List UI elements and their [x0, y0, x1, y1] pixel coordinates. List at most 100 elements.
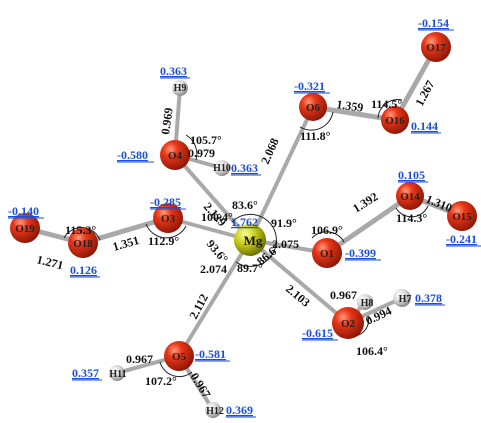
label-o19: O19 — [15, 223, 35, 235]
bond-label-o5-h12: 0.967 — [187, 370, 213, 400]
label-o2: O2 — [341, 318, 356, 330]
bond-label-mg-o3: 2.074 — [200, 262, 227, 276]
arc-o18 — [63, 227, 101, 241]
angle-label-mg-o6-o16: 111.8° — [300, 129, 331, 143]
angle-label-h9-o4-h10: 105.7° — [190, 133, 222, 147]
bond-mg-o5 — [177, 238, 252, 358]
atom-o14 — [396, 182, 424, 210]
charge-o18: 0.126 — [70, 263, 97, 277]
oxygen-atoms — [10, 32, 477, 371]
label-h8: H8 — [361, 298, 374, 309]
atom-o17 — [421, 32, 451, 62]
label-o6: O6 — [306, 102, 321, 114]
bond-label-o18-o19: 1.271 — [35, 252, 65, 272]
charge-o5: -0.581 — [195, 347, 226, 361]
label-o4: O4 — [168, 150, 183, 162]
arc-o1 — [311, 231, 345, 243]
label-o15: O15 — [452, 211, 472, 223]
angle-label-o1-o14-o15: 114.3° — [396, 211, 427, 225]
atom-labels: Mg O4 O6 O16 O17 O14 O15 O3 O18 O19 O1 O… — [15, 42, 472, 417]
angle-label-o2-mg-o5: 89.7° — [237, 261, 263, 275]
bond-label-o14-o15: 1.310 — [424, 192, 454, 215]
bond-label-mg-o2: 2.103 — [283, 282, 313, 310]
charge-o16: 0.144 — [411, 119, 438, 133]
bond-label-o6-o16: 1.359 — [336, 97, 365, 115]
atom-h12 — [205, 402, 221, 418]
bond-label-o3-o18: 1.351 — [111, 233, 141, 254]
label-o18: O18 — [73, 238, 93, 250]
charge-o15: -0.241 — [446, 232, 477, 246]
charge-o2: -0.615 — [302, 326, 333, 340]
label-h7: H7 — [399, 294, 412, 305]
label-h12: H12 — [206, 406, 224, 417]
angle-label-o19-o18-o3: 115.3° — [65, 223, 96, 237]
angle-labels: 105.7° 100.4° 83.6° 91.9° 86.6° 89.7° 93… — [65, 97, 427, 388]
label-o16: O16 — [385, 115, 405, 127]
atom-o1 — [312, 238, 342, 268]
angle-label-o4-mg-o6: 83.6° — [232, 198, 258, 212]
charge-h7: 0.378 — [415, 291, 442, 305]
atom-o15 — [447, 201, 477, 231]
charge-o3: -0.285 — [150, 195, 181, 209]
bond-mg-o4 — [173, 153, 252, 242]
label-h10: H10 — [213, 163, 231, 174]
charge-h11: 0.357 — [72, 366, 99, 380]
charge-o14: 0.105 — [398, 168, 425, 182]
charge-underlines — [8, 29, 481, 418]
atom-o19 — [10, 213, 40, 243]
charge-h12: 0.369 — [226, 403, 253, 417]
label-o1: O1 — [320, 248, 334, 260]
arc-mg-center — [231, 213, 277, 267]
bond-label-o5-h11: 0.967 — [126, 352, 153, 366]
bond-label-mg-o6: 2.068 — [258, 136, 282, 166]
angle-label-o6-mg-o1: 91.9° — [271, 216, 297, 230]
charge-o17: -0.154 — [418, 16, 449, 30]
arc-o6 — [299, 111, 334, 131]
label-o3: O3 — [161, 213, 176, 225]
atom-mg — [234, 224, 266, 256]
label-h9: H9 — [174, 83, 187, 94]
label-o5: O5 — [172, 351, 187, 363]
atom-o2 — [332, 307, 364, 339]
bond-label-o4-h9: 0.969 — [158, 107, 176, 136]
atom-h11 — [109, 365, 125, 381]
angle-label-h8-o2-h7: 106.4° — [356, 344, 388, 358]
atom-o3 — [153, 203, 183, 233]
atom-h9 — [172, 80, 188, 96]
bond-label-o1-o14: 1.392 — [350, 189, 380, 215]
arc-o5 — [159, 361, 193, 378]
arc-o3 — [145, 223, 187, 239]
charge-mg: 1.762 — [231, 215, 258, 229]
label-o17: O17 — [426, 42, 446, 54]
hydrogen-atoms — [109, 80, 411, 418]
label-h11: H11 — [109, 369, 126, 380]
arc-h9-o4-h10 — [185, 134, 198, 161]
bond-label-mg-o1: 2.075 — [272, 237, 299, 251]
charge-h10: 0.363 — [231, 161, 258, 175]
label-o14: O14 — [400, 191, 420, 203]
charge-o4: -0.580 — [117, 148, 148, 162]
bond-mg-o2 — [248, 238, 350, 325]
atom-h7 — [393, 289, 411, 307]
bond-o1-o14 — [324, 193, 413, 256]
angle-label-mg-o1-o14: 106.9° — [311, 223, 343, 237]
label-mg: Mg — [244, 233, 263, 248]
angle-label-h11-o5-h12: 107.2° — [145, 374, 177, 388]
charge-o1: -0.399 — [345, 246, 376, 260]
atom-h8 — [357, 294, 373, 310]
charge-labels: 1.762 0.363 -0.580 0.363 -0.321 0.144 -0… — [8, 16, 477, 417]
angle-label-o18-o3-mg: 112.9° — [148, 234, 179, 248]
atom-o18 — [68, 228, 98, 258]
atom-o5 — [164, 341, 194, 371]
charge-o19: -0.140 — [8, 204, 39, 218]
atom-h10 — [214, 160, 230, 176]
atom-o6 — [299, 93, 327, 121]
charge-h9: 0.363 — [160, 64, 187, 78]
arc-o16 — [377, 99, 403, 119]
bond-label-o4-h10: 0.979 — [188, 146, 215, 160]
charge-o6: -0.321 — [294, 79, 325, 93]
bond-label-o2-h8: 0.967 — [330, 288, 357, 302]
angle-label-o3-mg-o4: 100.4° — [201, 210, 233, 224]
atom-o4 — [160, 140, 190, 170]
angle-label-o6-o16-o17: 114.5° — [371, 97, 402, 111]
